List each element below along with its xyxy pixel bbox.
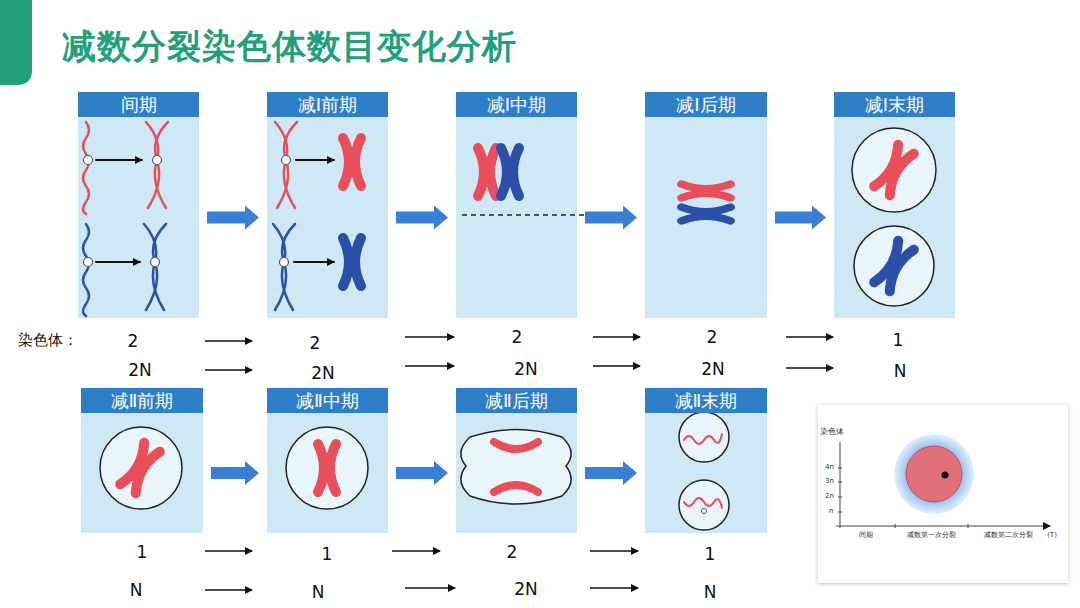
stage-panel: 减Ⅰ前期 — [267, 92, 388, 318]
stage-panel: 减Ⅰ末期 — [834, 92, 955, 318]
cell — [854, 226, 934, 306]
cell — [461, 430, 571, 505]
flow-arrow — [396, 461, 448, 485]
nucleolus — [942, 472, 949, 479]
chart-label: (T) — [1047, 532, 1057, 540]
chromatin — [684, 434, 722, 508]
chromosome — [343, 238, 361, 286]
chromosome — [343, 138, 361, 186]
stage-panel: 减Ⅱ中期 — [267, 388, 388, 533]
chromosome-count: 2N — [514, 360, 538, 379]
chromosome-count: 2 — [507, 543, 518, 562]
stage-header: 减Ⅱ中期 — [267, 388, 388, 413]
chart-label: 减数第二次分裂 — [984, 532, 1033, 540]
cell — [286, 427, 368, 509]
inset-panel — [818, 405, 1068, 583]
flow-arrow — [775, 206, 826, 230]
chromosome-count: 2N — [311, 364, 335, 383]
chromosome-count: N — [704, 583, 717, 602]
flow-arrow — [211, 461, 259, 485]
chromosome-count: 2N — [701, 360, 725, 379]
cell — [679, 412, 729, 462]
chromosome — [682, 184, 730, 198]
stage-panel: 减Ⅱ后期 — [456, 388, 577, 533]
stage-header: 减Ⅱ后期 — [456, 388, 577, 413]
stage-header: 减Ⅰ后期 — [645, 92, 767, 117]
count-arrows — [205, 337, 833, 590]
chromosome — [478, 148, 496, 196]
stage-panel: 减Ⅱ前期 — [81, 388, 203, 533]
flow-arrow — [207, 206, 259, 230]
chromosome-count: 2N — [128, 361, 152, 380]
chromosome — [874, 145, 914, 196]
stage-header: 减Ⅱ末期 — [645, 388, 767, 413]
title-accent — [0, 0, 32, 85]
chromosome-count: 2 — [512, 328, 523, 347]
interphase-chromosomes — [83, 122, 168, 316]
chromosome-count: 1 — [137, 543, 148, 562]
chromatids — [494, 442, 538, 492]
chart-label: 减数第一次分裂 — [907, 532, 956, 540]
chromosome — [120, 443, 160, 494]
chromosome — [682, 207, 730, 221]
page-title: 减数分裂染色体数目变化分析 — [62, 24, 517, 70]
chromosome-count: 2N — [514, 580, 538, 599]
stage-header: 减Ⅰ前期 — [267, 92, 388, 117]
chromosome — [501, 148, 519, 196]
cell — [852, 128, 936, 212]
prophase1-chromosomes — [273, 122, 334, 310]
stage-panel: 间期 — [78, 92, 199, 318]
equator-line — [462, 214, 586, 216]
chart-label: 染色体 — [820, 428, 844, 437]
stage-header: 间期 — [78, 92, 199, 117]
cell — [679, 480, 729, 530]
chromosome — [318, 444, 336, 492]
flow-arrow — [396, 206, 448, 230]
cell — [100, 427, 182, 509]
flow-arrow — [585, 461, 637, 485]
chromosome-count: 1 — [322, 545, 333, 564]
stage-panel: 减Ⅱ末期 — [645, 388, 767, 533]
nucleus — [906, 446, 962, 502]
flow-arrow — [585, 206, 637, 230]
stage-header: 减Ⅰ中期 — [456, 92, 577, 117]
chromosome — [874, 241, 914, 292]
chromosome-count: 1 — [705, 545, 716, 564]
row-label: 染色体： — [18, 332, 78, 349]
chart-label: n — [829, 508, 833, 516]
chart-label: 4n — [825, 464, 834, 472]
chromosome-count: 2 — [310, 334, 321, 353]
chromosome-count: 2 — [128, 332, 139, 351]
chromosome-count: N — [130, 581, 143, 600]
chromosome-count: N — [894, 362, 907, 381]
inset-axes — [836, 442, 1050, 528]
chromosome-count: N — [312, 583, 325, 602]
chart-label: 3n — [825, 478, 834, 486]
stage-header: 减Ⅰ末期 — [834, 92, 955, 117]
stage-panel: 减Ⅰ后期 — [645, 92, 767, 318]
chromosome-count: 1 — [893, 331, 904, 350]
cell-halo — [894, 434, 974, 514]
chart-label: 2n — [825, 493, 834, 501]
chromosome-count: 2 — [707, 328, 718, 347]
stage-header: 减Ⅱ前期 — [81, 388, 203, 413]
centromere — [702, 509, 707, 514]
stage-panel: 减Ⅰ中期 — [456, 92, 577, 318]
chart-label: 间期 — [859, 532, 873, 540]
